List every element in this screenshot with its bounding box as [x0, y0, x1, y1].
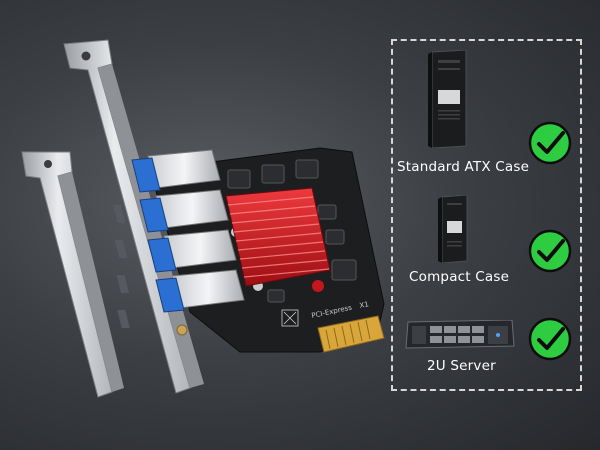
check-icon [528, 229, 572, 273]
rack-server-icon [405, 320, 515, 349]
2u-server-label: 2U Server [427, 358, 496, 374]
atx-tower-case-icon [428, 50, 467, 148]
usb-ports [131, 149, 245, 313]
check-icon [528, 121, 572, 165]
usb-port [131, 149, 221, 193]
check-icon [528, 317, 572, 361]
compact-tower-case-icon [438, 195, 468, 263]
red-heatsink [225, 187, 331, 287]
usb-port [155, 269, 245, 313]
compatibility-panel [391, 39, 582, 391]
compact-case-label: Compact Case [409, 269, 510, 285]
standard-atx-case-label: Standard ATX Case [397, 159, 530, 175]
low-profile-bracket [21, 151, 130, 398]
lane-marking: X1 [359, 300, 370, 310]
usb-port [147, 229, 237, 273]
usb-port [139, 189, 229, 233]
